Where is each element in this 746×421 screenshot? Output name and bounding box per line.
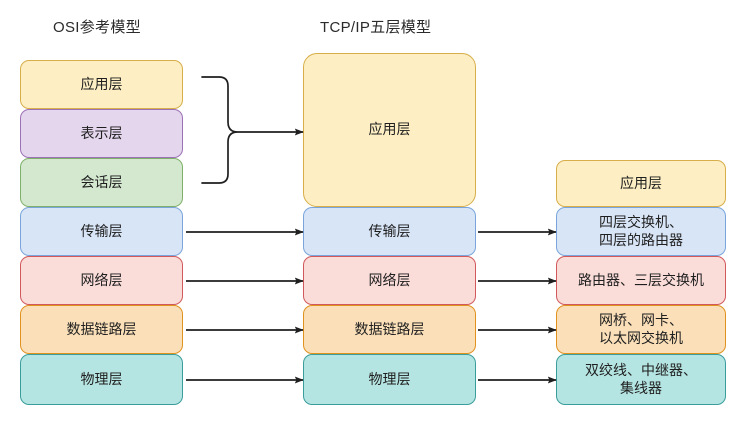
tcpip-layer-network[interactable]: 网络层 (303, 256, 476, 305)
osi-column-title: OSI参考模型 (53, 19, 141, 36)
device-layer-datalink-label: 网桥、网卡、 以太网交换机 (599, 312, 683, 346)
device-layer-transport-label: 四层交换机、 四层的路由器 (599, 214, 683, 248)
tcpip-layer-datalink[interactable]: 数据链路层 (303, 305, 476, 354)
osi-layer-physical[interactable]: 物理层 (20, 354, 183, 405)
osi-layer-datalink-label: 数据链路层 (66, 320, 137, 337)
device-layer-network-label: 路由器、三层交换机 (578, 271, 704, 288)
osi-layer-session[interactable]: 会话层 (20, 158, 183, 207)
tcpip-layer-physical[interactable]: 物理层 (303, 354, 476, 405)
osi-layer-presentation-label: 表示层 (80, 124, 123, 141)
device-layer-datalink[interactable]: 网桥、网卡、 以太网交换机 (556, 305, 726, 354)
tcpip-layer-physical-label: 物理层 (368, 370, 411, 387)
osi-layer-physical-label: 物理层 (80, 370, 123, 387)
tcpip-layer-network-label: 网络层 (368, 271, 411, 288)
tcpip-layer-transport[interactable]: 传输层 (303, 207, 476, 256)
osi-layer-presentation[interactable]: 表示层 (20, 109, 183, 158)
device-layer-physical[interactable]: 双绞线、中继器、 集线器 (556, 354, 726, 405)
osi-layer-transport[interactable]: 传输层 (20, 207, 183, 256)
osi-layer-session-label: 会话层 (80, 173, 123, 190)
osi-layer-application[interactable]: 应用层 (20, 60, 183, 109)
tcpip-layer-transport-label: 传输层 (368, 222, 411, 239)
osi-layer-network[interactable]: 网络层 (20, 256, 183, 305)
tcpip-layer-application-label: 应用层 (368, 121, 411, 138)
device-layer-physical-label: 双绞线、中继器、 集线器 (585, 362, 697, 396)
device-layer-application[interactable]: 应用层 (556, 160, 726, 207)
osi-layer-application-label: 应用层 (80, 75, 123, 92)
device-layer-application-label: 应用层 (620, 174, 662, 191)
osi-layer-transport-label: 传输层 (80, 222, 123, 239)
device-layer-network[interactable]: 路由器、三层交换机 (556, 256, 726, 305)
osi-layer-datalink[interactable]: 数据链路层 (20, 305, 183, 354)
device-layer-transport[interactable]: 四层交换机、 四层的路由器 (556, 207, 726, 256)
tcpip-layer-datalink-label: 数据链路层 (354, 320, 425, 337)
brace-connector-osi-to-tcpip-application (202, 77, 236, 183)
tcpip-layer-application[interactable]: 应用层 (303, 53, 476, 207)
osi-layer-network-label: 网络层 (80, 271, 123, 288)
tcpip-column-title: TCP/IP五层模型 (320, 19, 432, 36)
